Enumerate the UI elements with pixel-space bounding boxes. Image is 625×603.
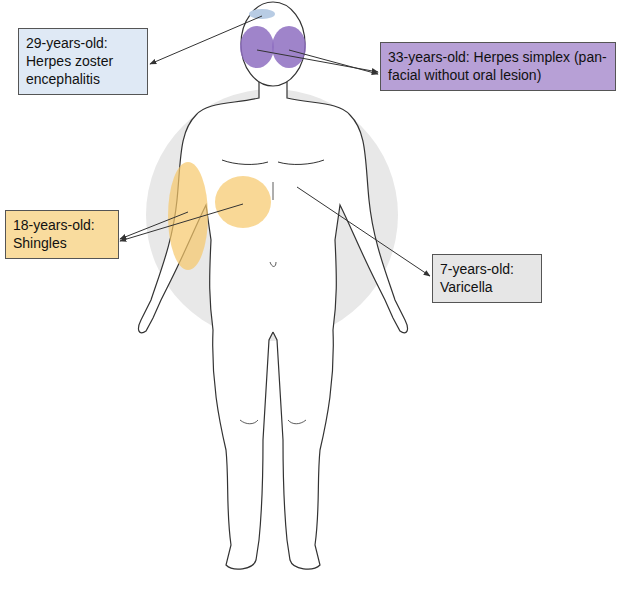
abdomen-region	[215, 176, 271, 228]
case-label: 7-years-old: Varicella	[440, 260, 534, 296]
case-box: 29-years-old: Herpes zoster encephalitis	[18, 28, 148, 95]
case-box: 33-years-old: Herpes simplex (pan-facial…	[380, 42, 616, 91]
case-box: 18-years-old: Shingles	[5, 210, 119, 259]
body-half	[139, 82, 273, 569]
case-box: 7-years-old: Varicella	[432, 254, 542, 303]
case-label: 29-years-old: Herpes zoster encephalitis	[26, 34, 140, 89]
head	[241, 2, 305, 86]
face-region	[240, 26, 274, 68]
face-region	[272, 26, 306, 68]
case-label: 33-years-old: Herpes simplex (pan-facial…	[388, 48, 608, 84]
brain-region	[249, 9, 275, 19]
case-label: 18-years-old: Shingles	[13, 216, 111, 252]
